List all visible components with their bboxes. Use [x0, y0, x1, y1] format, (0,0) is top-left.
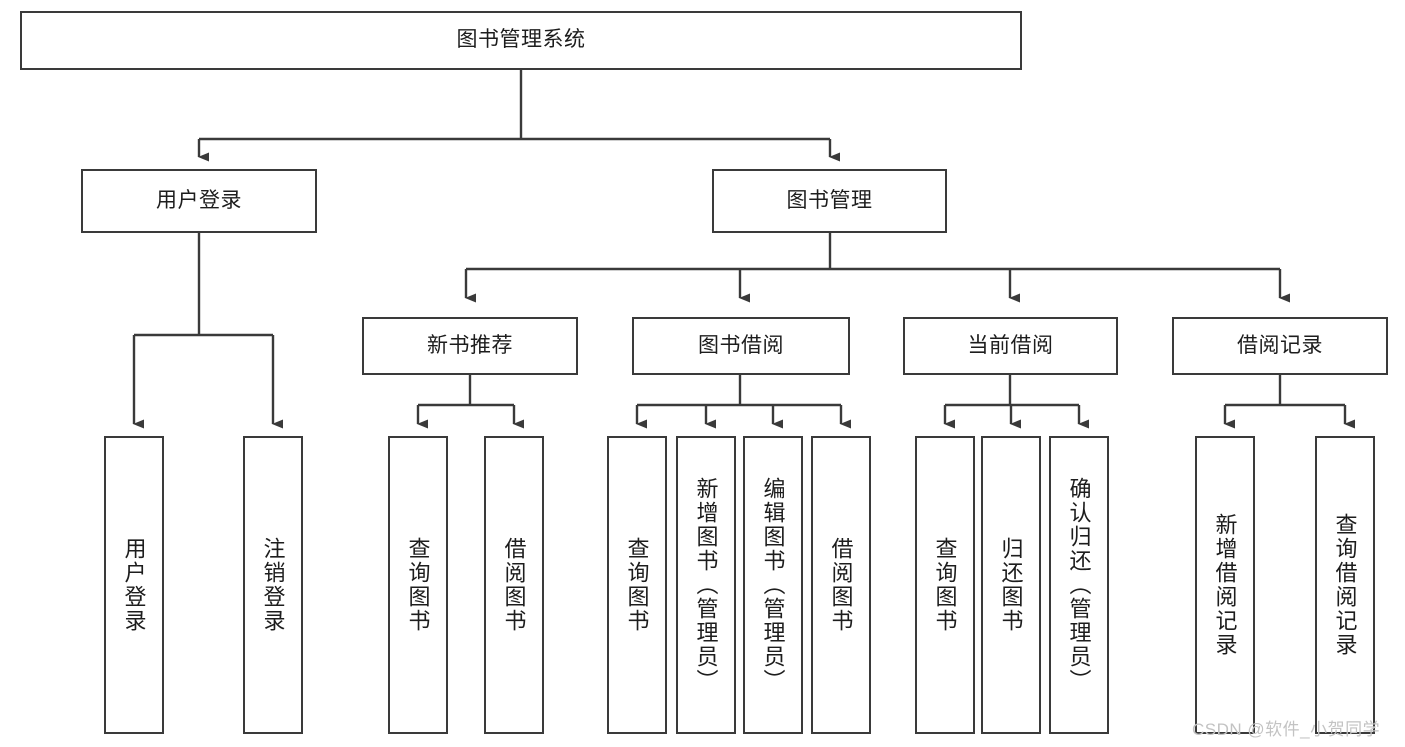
- node-leaf-borrow-book-2-label: 借阅图书: [828, 537, 854, 633]
- node-leaf-query-record-label: 查询借阅记录: [1332, 513, 1358, 657]
- node-leaf-add-record-label: 新增借阅记录: [1212, 513, 1238, 657]
- node-leaf-confirm-return-label: 确认归还（管理员）: [1066, 477, 1092, 693]
- node-leaf-user-logout[interactable]: 注销登录: [243, 436, 303, 734]
- node-current-borrow-label: 当前借阅: [967, 333, 1054, 357]
- node-book-manage[interactable]: 图书管理: [712, 169, 947, 233]
- node-root-label: 图书管理系统: [456, 28, 586, 52]
- node-new-book-recommend[interactable]: 新书推荐: [362, 317, 578, 375]
- node-borrow-record[interactable]: 借阅记录: [1172, 317, 1388, 375]
- node-leaf-borrow-book-2[interactable]: 借阅图书: [811, 436, 871, 734]
- node-leaf-user-login[interactable]: 用户登录: [104, 436, 164, 734]
- node-book-borrow[interactable]: 图书借阅: [632, 317, 850, 375]
- node-leaf-user-login-label: 用户登录: [121, 537, 147, 633]
- node-new-book-recommend-label: 新书推荐: [427, 333, 513, 357]
- node-leaf-confirm-return[interactable]: 确认归还（管理员）: [1049, 436, 1109, 734]
- node-leaf-borrow-book-1-label: 借阅图书: [501, 537, 527, 633]
- node-leaf-return-book-label: 归还图书: [998, 537, 1024, 633]
- node-root[interactable]: 图书管理系统: [20, 11, 1022, 70]
- node-leaf-query-record[interactable]: 查询借阅记录: [1315, 436, 1375, 734]
- node-leaf-query-book-2[interactable]: 查询图书: [607, 436, 667, 734]
- csdn-watermark: CSDN @软件_小贺同学: [1192, 720, 1381, 739]
- node-leaf-edit-book-label: 编辑图书（管理员）: [760, 477, 786, 693]
- node-leaf-add-record[interactable]: 新增借阅记录: [1195, 436, 1255, 734]
- node-leaf-user-logout-label: 注销登录: [260, 537, 286, 633]
- node-book-manage-label: 图书管理: [786, 188, 873, 212]
- node-user-login[interactable]: 用户登录: [81, 169, 317, 233]
- node-leaf-return-book[interactable]: 归还图书: [981, 436, 1041, 734]
- node-leaf-query-book-3[interactable]: 查询图书: [915, 436, 975, 734]
- node-leaf-add-book-label: 新增图书（管理员）: [693, 477, 719, 693]
- node-borrow-record-label: 借阅记录: [1237, 333, 1323, 357]
- node-leaf-add-book[interactable]: 新增图书（管理员）: [676, 436, 736, 734]
- node-user-login-label: 用户登录: [156, 188, 242, 212]
- node-leaf-edit-book[interactable]: 编辑图书（管理员）: [743, 436, 803, 734]
- node-current-borrow[interactable]: 当前借阅: [903, 317, 1118, 375]
- node-leaf-query-book-1[interactable]: 查询图书: [388, 436, 448, 734]
- node-leaf-query-book-3-label: 查询图书: [932, 537, 958, 633]
- node-leaf-borrow-book-1[interactable]: 借阅图书: [484, 436, 544, 734]
- node-leaf-query-book-2-label: 查询图书: [624, 537, 650, 633]
- node-leaf-query-book-1-label: 查询图书: [405, 537, 431, 633]
- node-book-borrow-label: 图书借阅: [698, 333, 784, 357]
